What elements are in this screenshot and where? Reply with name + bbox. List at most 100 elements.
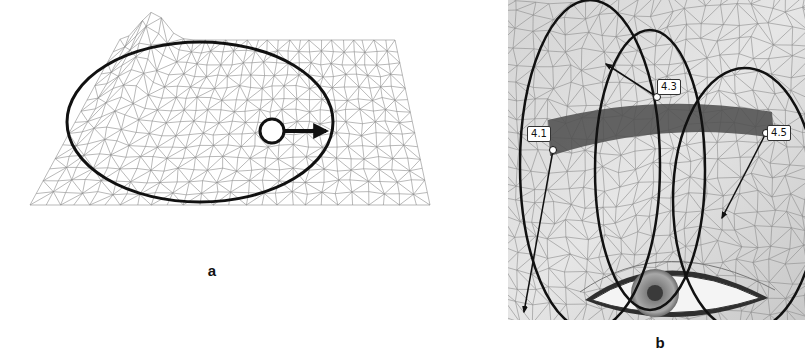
mesh-edge [186, 135, 189, 148]
mesh-edge [650, 134, 655, 149]
mesh-edge [217, 183, 218, 192]
mesh-edge [785, 176, 791, 194]
mesh-edge [737, 141, 758, 142]
mesh-edge [571, 82, 583, 86]
mesh-edge [352, 181, 369, 192]
mesh-edge [331, 40, 344, 52]
mesh-edge [689, 193, 703, 211]
mesh-edge [265, 75, 275, 76]
mesh-edge [261, 88, 263, 99]
mesh-edge [336, 121, 345, 123]
mesh-edge [565, 204, 571, 219]
mesh-edge [279, 144, 293, 146]
mesh-edge [342, 52, 344, 65]
mesh-edge [549, 3, 571, 4]
mesh-edge [420, 159, 422, 168]
mesh-edge [621, 151, 635, 155]
mesh-edge [735, 75, 753, 90]
mesh-edge [723, 4, 737, 25]
mesh-edge [564, 17, 566, 35]
mesh-edge [43, 167, 66, 180]
mesh-edge [345, 109, 359, 110]
mesh-edge [178, 157, 195, 168]
mesh-edge [305, 205, 321, 206]
mesh-edge [360, 100, 373, 109]
mesh-edge [751, 4, 758, 24]
mesh-edge [365, 64, 377, 65]
mesh-edge [166, 122, 180, 123]
mesh-edge [565, 254, 571, 272]
mesh-edge [220, 100, 222, 110]
mesh-edge [621, 155, 636, 169]
mesh-edge [416, 205, 430, 206]
mesh-edge [53, 192, 60, 205]
mesh-edge [335, 100, 348, 101]
mesh-edge [383, 194, 384, 205]
mesh-edge [791, 56, 792, 78]
mesh-edge [667, 24, 686, 27]
mesh-edge [377, 51, 388, 65]
mesh-edge [513, 48, 534, 50]
mesh-edge [339, 170, 351, 180]
mesh-edge [632, 65, 655, 79]
mesh-edge [391, 86, 395, 100]
mesh-edge [538, 150, 548, 174]
mesh-edge [265, 158, 266, 169]
mesh-edge [398, 52, 400, 63]
mesh-edge [667, 252, 673, 262]
mesh-edge [359, 76, 368, 87]
mesh-edge [397, 182, 399, 194]
mesh-edge [293, 182, 305, 183]
mesh-edge [584, 171, 586, 188]
mesh-edge [143, 20, 147, 26]
mesh-edge [250, 75, 251, 87]
mesh-edge [337, 122, 346, 133]
mesh-edge [155, 183, 160, 193]
mesh-edge [184, 74, 191, 87]
mesh-edge [353, 205, 369, 206]
mesh-edge [88, 121, 94, 128]
mesh-edge [349, 134, 361, 136]
mesh-edge [397, 111, 410, 113]
mesh-edge [634, 0, 638, 16]
mesh-edge [228, 134, 229, 145]
mesh-edge [739, 37, 751, 38]
mesh-edge [654, 44, 673, 65]
mesh-edge [120, 169, 131, 182]
mesh-edge [273, 86, 284, 99]
mesh-edge [402, 75, 405, 88]
mesh-edge [772, 227, 792, 228]
mesh-edge [555, 220, 566, 224]
mesh-edge [344, 87, 347, 101]
mesh-edge [379, 169, 397, 182]
mesh-edge [653, 162, 673, 182]
mesh-edge [206, 122, 219, 124]
mesh-edge [121, 85, 123, 97]
mesh-edge [702, 196, 723, 211]
mesh-edge [265, 158, 278, 159]
mesh-edge [650, 0, 654, 17]
mesh-edge [412, 121, 414, 132]
mesh-edge [374, 40, 386, 41]
mesh-edge [322, 40, 332, 41]
mesh-edge [297, 112, 309, 121]
mesh-edge [278, 40, 290, 51]
mesh-edge [635, 137, 655, 149]
mesh-edge [399, 205, 416, 206]
mesh-edge [113, 47, 125, 52]
mesh-edge [649, 216, 651, 236]
mesh-edge [105, 127, 107, 139]
mesh-edge [221, 65, 228, 76]
mesh-edge [400, 63, 403, 75]
mesh-edge [772, 176, 785, 197]
mesh-edge [299, 62, 311, 63]
mesh-edge [410, 112, 412, 121]
mesh-edge [683, 63, 685, 74]
mesh-edge [701, 23, 723, 25]
mesh-edge [634, 151, 636, 169]
mesh-edge [804, 231, 805, 245]
mesh-edge [273, 98, 284, 100]
mesh-edge [250, 158, 252, 170]
mesh-edge [151, 205, 167, 206]
mesh-edge [533, 87, 553, 88]
